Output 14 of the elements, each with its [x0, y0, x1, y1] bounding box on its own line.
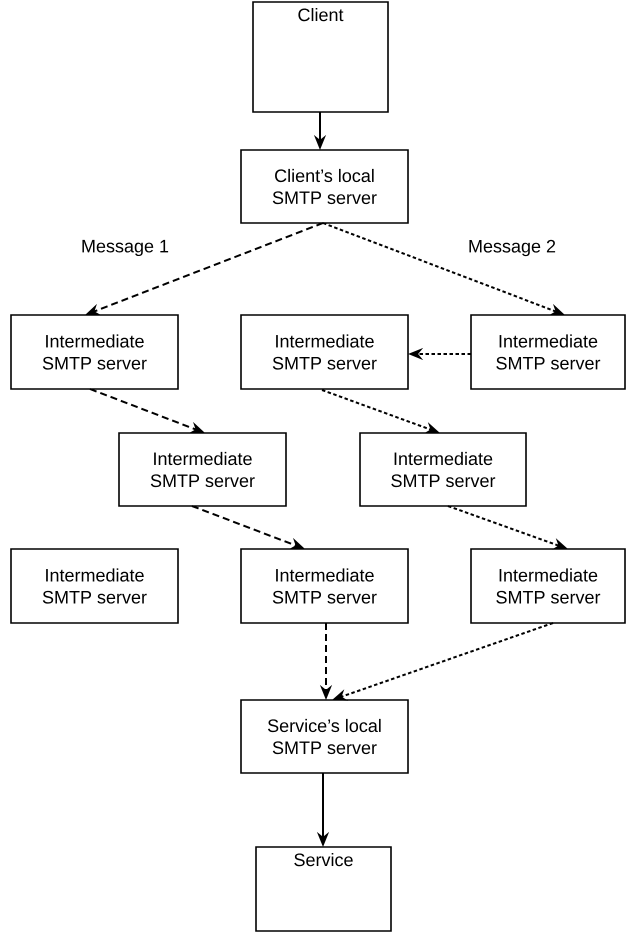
server-box: Service [255, 846, 392, 932]
server-box: Intermediate SMTP server [240, 314, 409, 390]
server-box: Intermediate SMTP server [240, 548, 409, 624]
server-box: Intermediate SMTP server [10, 314, 179, 390]
message-label: Message 2 [469, 240, 556, 256]
server-box: Client’s local SMTP server [240, 149, 409, 224]
server-box: Intermediate SMTP server [470, 314, 626, 390]
server-box: Intermediate SMTP server [10, 548, 179, 624]
server-box: Intermediate SMTP server [470, 548, 626, 624]
server-box: Intermediate SMTP server [118, 432, 287, 507]
server-box: Client [252, 1, 389, 113]
server-box: Intermediate SMTP server [359, 432, 527, 507]
message-label: Message 1 [82, 240, 168, 256]
server-box: Service’s local SMTP server [240, 699, 409, 774]
